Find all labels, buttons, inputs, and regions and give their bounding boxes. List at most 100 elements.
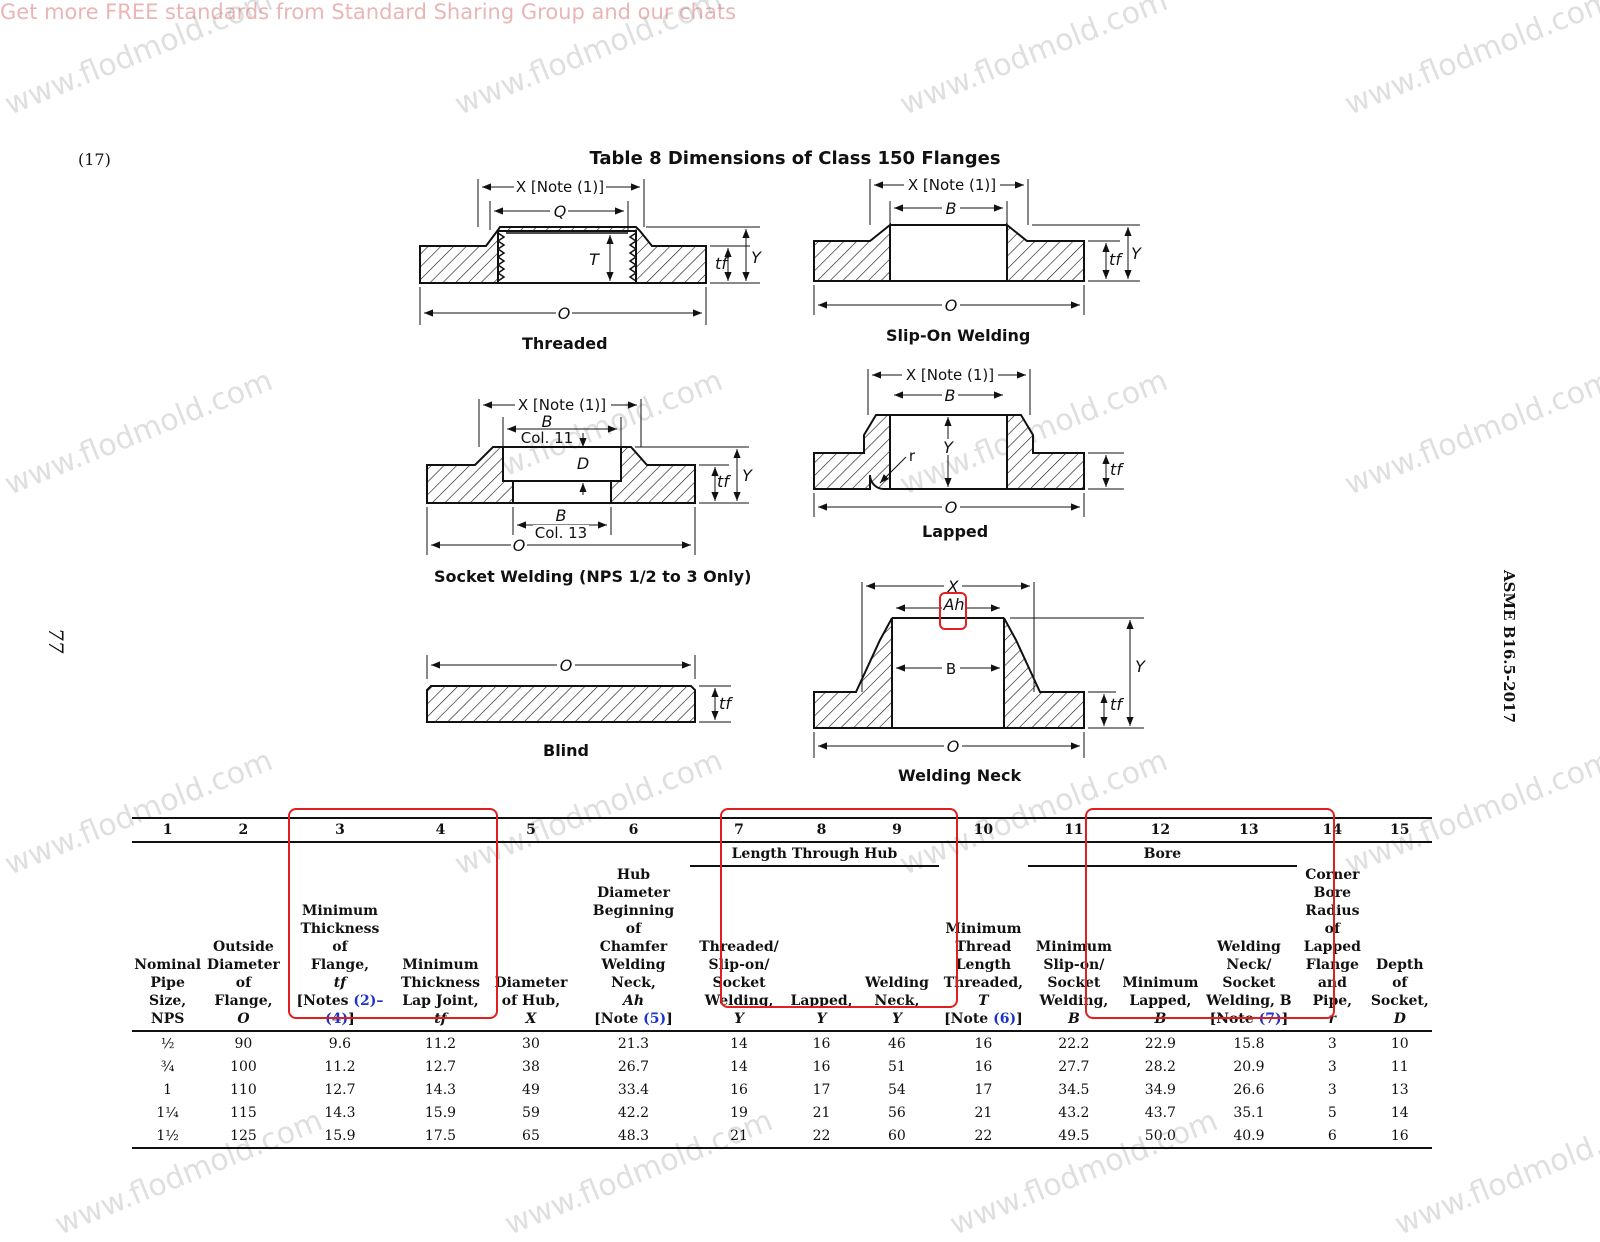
table-cell: 26.7 — [617, 1058, 650, 1075]
table-cell: 16 — [730, 1081, 748, 1098]
blind-o-label: O — [560, 656, 573, 675]
table-cell: 1½ — [132, 1124, 204, 1149]
table-cell: 40.9 — [1200, 1124, 1298, 1149]
col-number: 11 — [1027, 817, 1121, 843]
slip-on-flange-drawing: X [Note (1)] B tf Y O — [813, 176, 1142, 315]
group-bore: Bore — [1027, 842, 1298, 867]
dimensions-table: 1 2 3 4 5 6 7 8 9 10 11 12 13 14 15 Leng… — [132, 817, 1432, 1149]
lapped-x-label: X [Note (1)] — [906, 366, 994, 384]
col-number: 2 — [203, 817, 284, 843]
threaded-q-label: Q — [554, 202, 567, 221]
table-title: Table 8 Dimensions of Class 150 Flanges — [589, 148, 1001, 169]
table-cell: 90 — [234, 1035, 253, 1052]
col-number: 4 — [396, 817, 485, 843]
table-cell: 16 — [1367, 1124, 1432, 1149]
table-cell: 110 — [230, 1081, 257, 1098]
welding-neck-flange-drawing: X Ah B tf Y O — [813, 577, 1146, 758]
table-cell: 5 — [1327, 1104, 1337, 1121]
watermark: www.flodmold.com — [0, 363, 278, 503]
table-cell: 14.3 — [324, 1104, 356, 1121]
table-cell: 21 — [689, 1124, 789, 1149]
table-cell: 11.2 — [424, 1035, 457, 1052]
threaded-o-label: O — [558, 304, 571, 323]
table-cell: 21 — [812, 1104, 831, 1121]
slip-on-b-label: B — [946, 199, 957, 218]
table-cell: 14 — [730, 1035, 748, 1052]
table-cell: 30 — [522, 1035, 540, 1052]
table-cell: 43.2 — [1058, 1104, 1090, 1121]
revision-mark: (17) — [78, 150, 111, 169]
table-cell: 49 — [522, 1081, 540, 1098]
group-length-through-hub: Length Through Hub — [689, 842, 940, 867]
table-cell: 38 — [522, 1058, 540, 1075]
table-cell: 1 — [163, 1081, 173, 1098]
table-cell: 9.6 — [328, 1035, 352, 1052]
socket-x-label: X [Note (1)] — [518, 396, 606, 414]
watermark: www.flodmold.com — [1340, 363, 1600, 503]
col-number: 13 — [1200, 817, 1298, 843]
table-cell: 19 — [730, 1104, 748, 1121]
table-cell: 21.3 — [617, 1035, 650, 1052]
table-cell: 11 — [1390, 1058, 1409, 1075]
welding-neck-y-label: Y — [1135, 657, 1146, 676]
table-cell: 16 — [812, 1035, 831, 1052]
col-number: 12 — [1120, 817, 1201, 843]
socket-welding-flange-drawing: X [Note (1)] B Col. 11 D B Col. 13 tf Y … — [426, 396, 753, 555]
page-number: 77 — [44, 628, 68, 654]
welding-neck-ah-label: Ah — [942, 595, 964, 614]
table-cell: 3 — [1327, 1035, 1337, 1052]
col-number: 7 — [689, 817, 789, 843]
table-cell: 21 — [974, 1104, 993, 1121]
table-cell: 17 — [974, 1081, 993, 1098]
socket-col11-label: Col. 11 — [521, 429, 573, 447]
table-cell: 26.6 — [1233, 1081, 1265, 1098]
table-cell: 6 — [1297, 1124, 1368, 1149]
table-cell: 33.4 — [617, 1081, 650, 1098]
socket-d-label: D — [577, 454, 589, 473]
col-number: 9 — [854, 817, 940, 843]
table-cell: 22 — [939, 1124, 1028, 1149]
slip-on-x-label: X [Note (1)] — [908, 176, 996, 194]
table-cell: 15.9 — [424, 1104, 457, 1121]
table-cell: 59 — [522, 1104, 540, 1121]
welding-neck-tf-label: tf — [1110, 695, 1124, 714]
table-cell: 13 — [1390, 1081, 1409, 1098]
col-number: 6 — [577, 817, 690, 843]
table-cell: 15.9 — [283, 1124, 397, 1149]
socket-o-label: O — [513, 536, 526, 555]
lapped-r-label: r — [909, 447, 916, 465]
table-cell: 16 — [974, 1035, 993, 1052]
blind-tf-label: tf — [719, 694, 733, 713]
socket-y-label: Y — [742, 466, 753, 485]
blind-flange-drawing: O tf — [426, 655, 733, 723]
table-cell: 22 — [788, 1124, 855, 1149]
table-cell: 115 — [230, 1104, 257, 1121]
table-cell: 27.7 — [1058, 1058, 1090, 1075]
table-cell: 16 — [812, 1058, 831, 1075]
lapped-y-label: Y — [943, 438, 954, 457]
slip-on-y-label: Y — [1131, 244, 1142, 263]
lapped-flange-drawing: X [Note (1)] B r Y tf O — [813, 366, 1124, 517]
table-cell: 20.9 — [1233, 1058, 1265, 1075]
standard-id: ASME B16.5-2017 — [1500, 570, 1518, 723]
welding-neck-o-label: O — [947, 737, 960, 756]
table-cell: 51 — [888, 1058, 906, 1075]
table-cell: 16 — [974, 1058, 993, 1075]
table-cell: 42.2 — [617, 1104, 650, 1121]
table-cell: 14 — [730, 1058, 748, 1075]
table-cell: 3 — [1327, 1058, 1337, 1075]
threaded-x-label: X [Note (1)] — [516, 178, 604, 196]
table-cell: 28.2 — [1144, 1058, 1176, 1075]
table-cell: 50.0 — [1120, 1124, 1201, 1149]
